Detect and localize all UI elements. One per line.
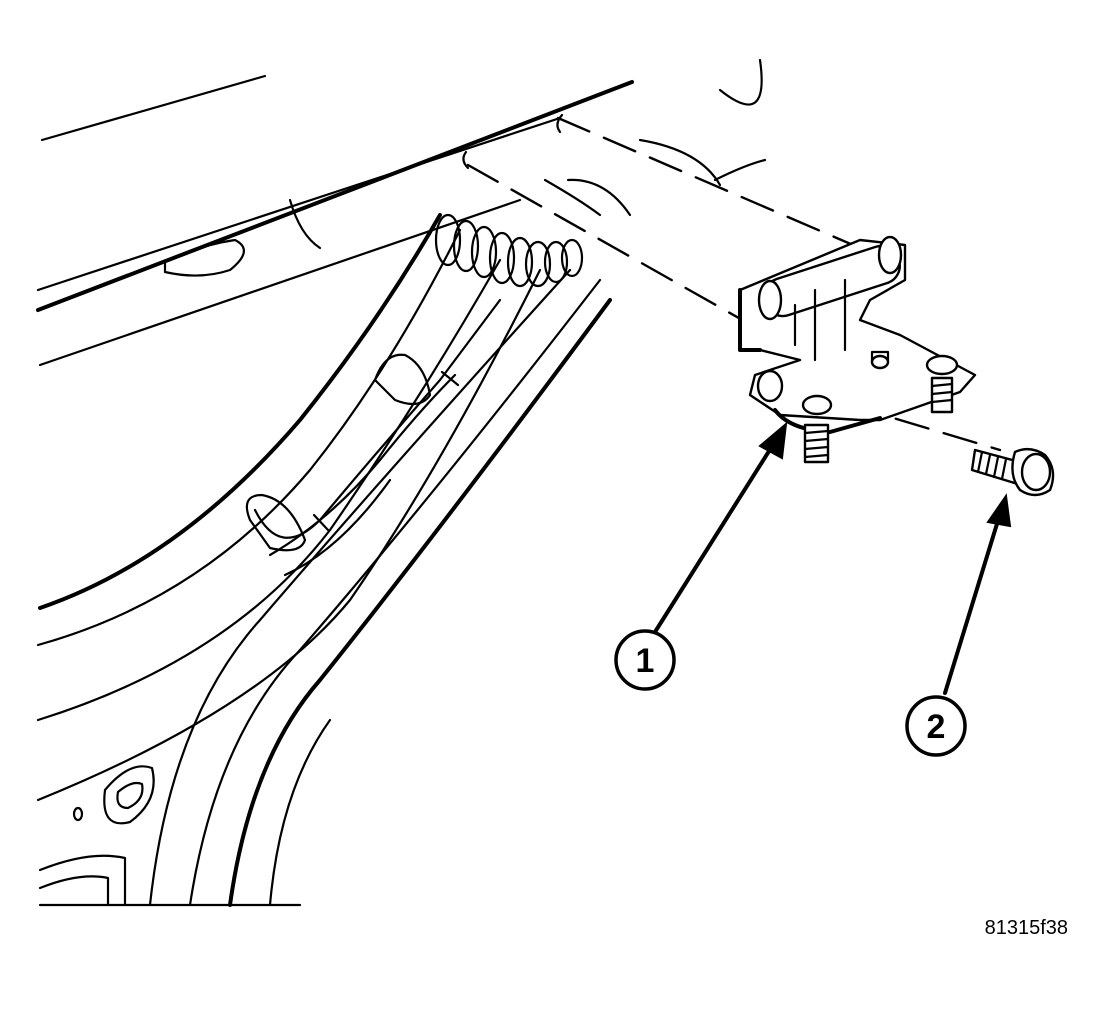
callout-2-label: 2 bbox=[927, 708, 946, 746]
callout-1-label: 1 bbox=[636, 642, 655, 680]
door-hinge bbox=[738, 235, 977, 464]
figure-code: 81315f38 bbox=[985, 917, 1068, 939]
callout-2: 2 bbox=[905, 695, 967, 757]
door-check-coil bbox=[434, 213, 584, 288]
body-structure bbox=[36, 58, 767, 907]
hinge-bolt bbox=[970, 447, 1055, 497]
callout-1: 1 bbox=[614, 629, 676, 691]
leader-arrows bbox=[653, 421, 1012, 695]
